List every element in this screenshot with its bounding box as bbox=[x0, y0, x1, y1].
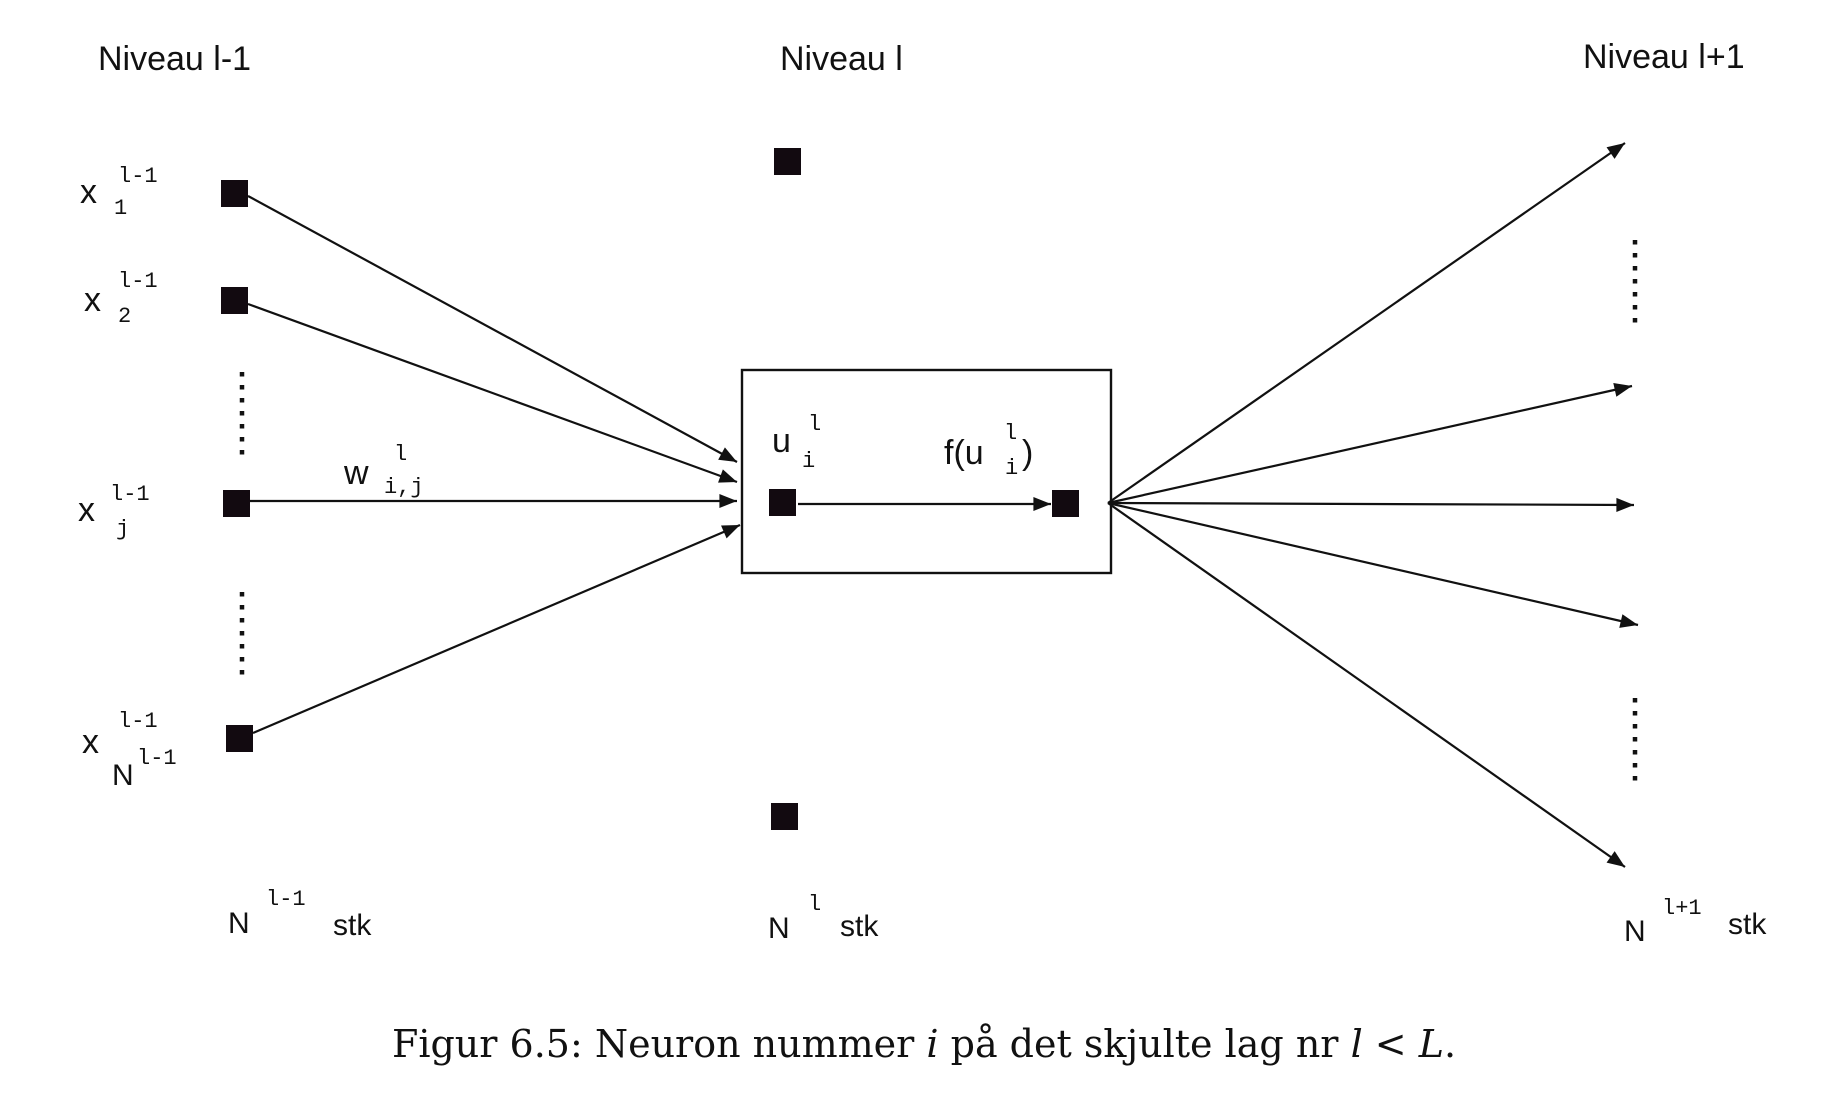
input-label-1: x l-1 1 bbox=[80, 164, 158, 221]
input-label-2: x l-1 2 bbox=[84, 269, 158, 329]
svg-text:x: x bbox=[78, 491, 95, 529]
svg-text:x: x bbox=[80, 173, 97, 211]
svg-text:): ) bbox=[1022, 434, 1033, 472]
svg-text:j: j bbox=[116, 517, 129, 542]
input-label-j: x l-1 j bbox=[78, 482, 150, 542]
svg-text:l: l bbox=[1004, 421, 1017, 446]
svg-text:i: i bbox=[802, 449, 815, 474]
input-node-1 bbox=[221, 180, 248, 207]
svg-text:u: u bbox=[772, 422, 791, 460]
count-label-current: N l stk bbox=[768, 892, 879, 945]
activation-label: f(u l i ) bbox=[944, 421, 1033, 481]
input-node-2 bbox=[221, 287, 248, 314]
svg-text:l: l bbox=[808, 892, 821, 917]
connection-x1 bbox=[247, 195, 738, 463]
input-node-n bbox=[226, 725, 253, 752]
figure-caption: Figur 6.5: Neuron nummer i på det skjult… bbox=[392, 1022, 1456, 1066]
svg-text:l-1: l-1 bbox=[110, 482, 150, 507]
activation-node bbox=[1052, 490, 1079, 517]
input-node-j bbox=[223, 490, 250, 517]
input-label-n: x l-1 N l-1 bbox=[82, 709, 177, 792]
svg-text:1: 1 bbox=[114, 196, 127, 221]
connection-x2 bbox=[247, 302, 738, 484]
level-node-bottom bbox=[771, 803, 798, 830]
output-connection-3 bbox=[1107, 497, 1635, 512]
weight-label: w l i,j bbox=[343, 442, 424, 500]
svg-text:N: N bbox=[228, 907, 250, 940]
output-connection-1 bbox=[1107, 142, 1626, 504]
svg-text:l-1: l-1 bbox=[266, 887, 306, 912]
svg-text:stk: stk bbox=[840, 910, 879, 943]
svg-text:l-1: l-1 bbox=[118, 709, 158, 734]
output-connection-4 bbox=[1107, 501, 1639, 628]
output-connection-5 bbox=[1107, 502, 1626, 868]
svg-text:i: i bbox=[1005, 456, 1018, 481]
sum-node bbox=[769, 489, 796, 516]
svg-text:l+1: l+1 bbox=[1662, 896, 1702, 921]
svg-text:i,j: i,j bbox=[384, 475, 424, 500]
svg-text:x: x bbox=[84, 281, 101, 319]
neuron-box bbox=[740, 368, 1113, 575]
svg-text:l-1: l-1 bbox=[118, 164, 158, 189]
count-label-next: N l+1 stk bbox=[1624, 896, 1767, 948]
connection-xn bbox=[252, 523, 741, 735]
svg-text:N: N bbox=[112, 759, 134, 792]
output-connection-2 bbox=[1107, 382, 1633, 505]
svg-text:l-1: l-1 bbox=[118, 269, 158, 294]
svg-text:l-1: l-1 bbox=[137, 746, 177, 771]
svg-text:stk: stk bbox=[333, 909, 372, 942]
svg-text:l: l bbox=[808, 412, 821, 437]
count-label-prev: N l-1 stk bbox=[228, 887, 372, 942]
svg-text:f(u: f(u bbox=[944, 434, 984, 472]
svg-text:stk: stk bbox=[1728, 908, 1767, 941]
svg-text:x: x bbox=[82, 723, 99, 761]
level-title-current: Niveau l bbox=[780, 40, 903, 78]
svg-text:l: l bbox=[394, 442, 407, 467]
level-title-prev: Niveau l-1 bbox=[98, 40, 251, 78]
level-title-next: Niveau l+1 bbox=[1583, 38, 1745, 76]
level-node-top bbox=[774, 148, 801, 175]
svg-text:w: w bbox=[343, 454, 369, 492]
svg-text:N: N bbox=[1624, 915, 1646, 948]
svg-text:2: 2 bbox=[118, 304, 131, 329]
sum-label: u l i bbox=[772, 412, 821, 474]
svg-text:N: N bbox=[768, 912, 790, 945]
